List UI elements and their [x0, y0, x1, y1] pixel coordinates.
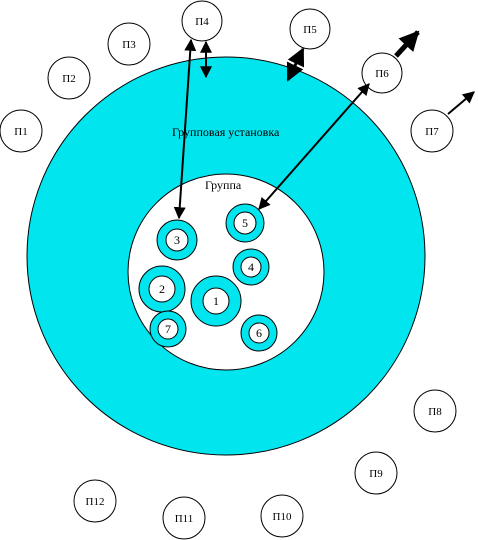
- member-1: 1: [190, 275, 242, 327]
- peripheral-p11-label: П11: [175, 513, 194, 525]
- member-3-label: 3: [174, 233, 180, 247]
- arrow-p7-outward: [447, 91, 475, 115]
- member-4: 4: [232, 248, 270, 286]
- peripheral-p8-label: П8: [428, 406, 442, 418]
- member-1-label: 1: [213, 294, 219, 308]
- member-7-label: 7: [165, 322, 171, 336]
- peripheral-p9-label: П9: [369, 468, 383, 480]
- member-4-label: 4: [248, 260, 254, 274]
- peripheral-p7-label: П7: [425, 126, 439, 138]
- peripheral-p8: П8: [413, 389, 457, 433]
- peripheral-p9: П9: [354, 451, 398, 495]
- member-7: 7: [149, 310, 187, 348]
- member-3: 3: [156, 219, 198, 261]
- peripheral-p11: П11: [162, 496, 206, 540]
- peripheral-p6-label: П6: [375, 68, 389, 80]
- peripheral-p7: П7: [410, 109, 454, 153]
- group-label: Группа: [205, 178, 242, 192]
- outer-ring-label: Групповая установка: [172, 125, 280, 139]
- member-6: 6: [240, 314, 278, 352]
- peripheral-p5-label: П5: [303, 24, 317, 36]
- arrow-p6-to-member-5: [258, 83, 370, 210]
- peripheral-p4: П4: [181, 0, 223, 42]
- peripheral-p3: П3: [107, 22, 151, 66]
- peripheral-p12: П12: [73, 479, 117, 523]
- member-2: 2: [138, 265, 186, 313]
- peripheral-p2: П2: [47, 56, 91, 100]
- peripheral-p5: П5: [289, 8, 331, 50]
- peripheral-p12-label: П12: [86, 496, 105, 508]
- peripheral-p10: П10: [260, 494, 304, 538]
- member-5: 5: [225, 203, 265, 243]
- arrow-p5-to-ring: [286, 47, 305, 82]
- member-2-label: 2: [159, 282, 165, 296]
- peripheral-p1-label: П1: [14, 126, 27, 138]
- peripheral-p10-label: П10: [273, 511, 292, 523]
- member-5-label: 5: [242, 216, 248, 230]
- peripheral-p4-label: П4: [195, 16, 209, 28]
- member-6-label: 6: [256, 326, 262, 340]
- peripheral-p1: П1: [0, 109, 43, 153]
- arrow-p6-outward: [394, 30, 420, 58]
- arrow-p4-to-member-3: [173, 38, 197, 220]
- peripheral-p6: П6: [361, 52, 403, 94]
- peripheral-p2-label: П2: [62, 73, 75, 85]
- peripheral-p3-label: П3: [122, 39, 136, 51]
